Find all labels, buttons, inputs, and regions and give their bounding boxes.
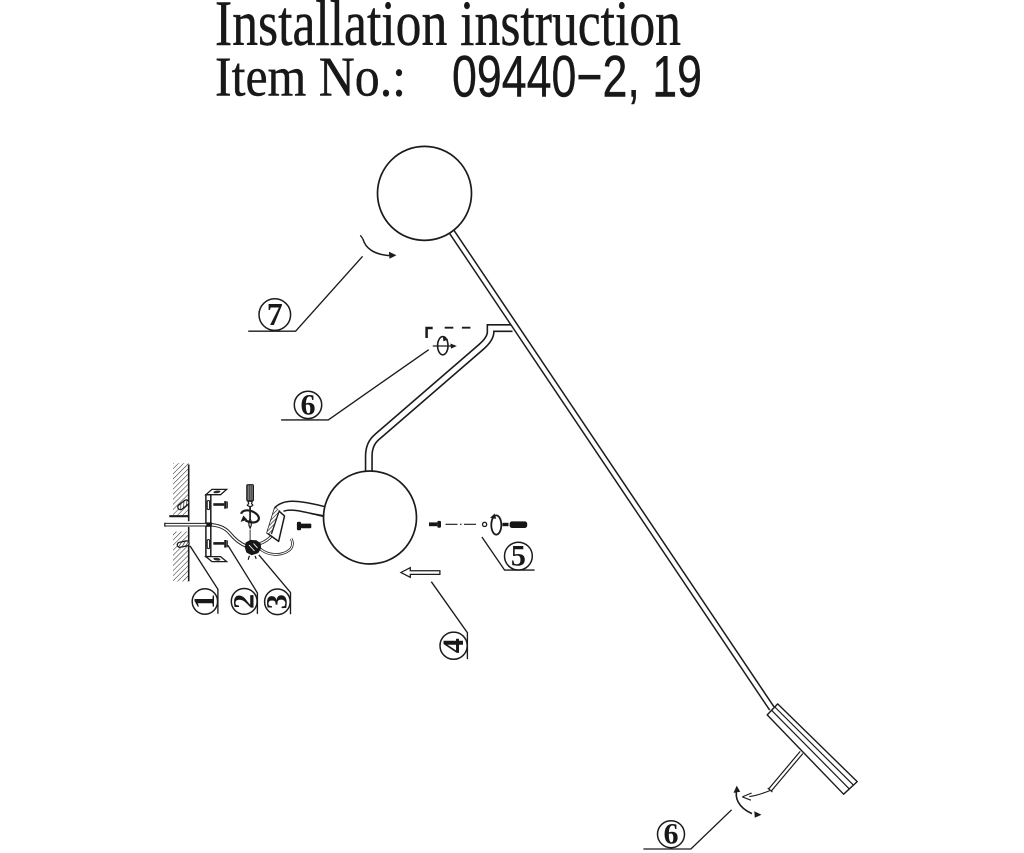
svg-text:Installation instruction: Installation instruction xyxy=(215,0,681,60)
svg-text:5: 5 xyxy=(511,540,526,573)
svg-text:Item No.:: Item No.: xyxy=(215,46,406,108)
svg-text:1: 1 xyxy=(188,594,221,609)
svg-text:3: 3 xyxy=(261,594,294,609)
svg-text:4: 4 xyxy=(437,638,470,653)
svg-text:6: 6 xyxy=(664,818,679,851)
svg-text:7: 7 xyxy=(267,296,283,332)
svg-text:6: 6 xyxy=(301,388,316,421)
svg-text:2: 2 xyxy=(228,594,261,609)
svg-text:09440−2, 19: 09440−2, 19 xyxy=(452,45,702,110)
